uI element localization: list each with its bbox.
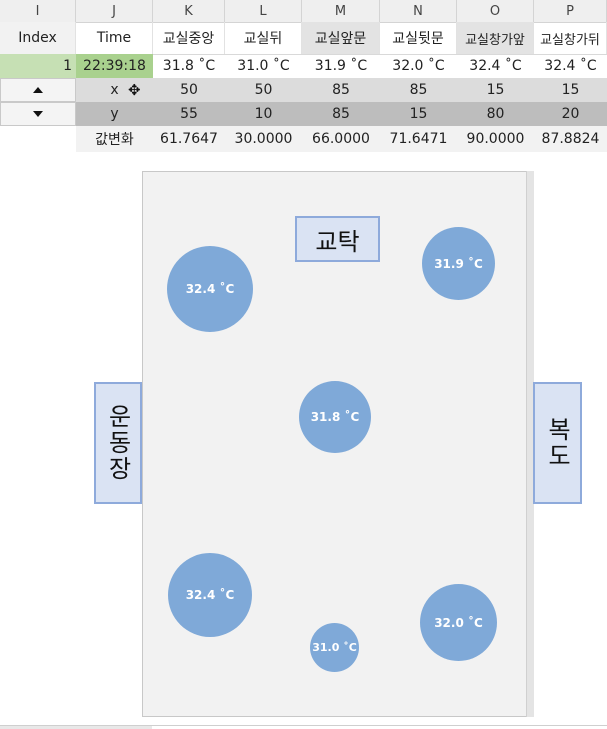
cell-change-back-door[interactable]: 71.6471 — [380, 126, 457, 152]
cell-name-index[interactable]: Index — [0, 22, 76, 54]
column-header-j[interactable]: J — [76, 0, 153, 22]
column-header-i[interactable]: I — [0, 0, 76, 22]
spreadsheet-grid: I J K L M N O P Index Time 교실중앙 교실뒤 교실앞문… — [0, 0, 607, 152]
bubble-back[interactable]: 31.0 ˚C — [310, 623, 359, 672]
column-header-n[interactable]: N — [380, 0, 457, 22]
column-header-row: I J K L M N O P — [0, 0, 607, 23]
column-header-o[interactable]: O — [457, 0, 534, 22]
cell-index-value[interactable]: 1 — [0, 54, 76, 78]
cell-y-back[interactable]: 10 — [254, 106, 273, 122]
bubble-back-door[interactable]: 32.0 ˚C — [420, 584, 497, 661]
cell-x-label[interactable]: x — [110, 82, 119, 98]
cell-name-front-door[interactable]: 교실앞문 — [302, 22, 380, 54]
bubble-center[interactable]: 31.8 ˚C — [299, 381, 371, 453]
bubble-front-door[interactable]: 31.9 ˚C — [422, 227, 495, 300]
cell-change-window-back[interactable]: 87.8824 — [534, 126, 607, 152]
cell-x-back-door[interactable]: 85 — [409, 82, 428, 98]
cell-y-label[interactable]: y — [110, 106, 119, 122]
reading-row: 1 22:39:18 31.8 ˚C 31.0 ˚C 31.9 ˚C 32.0 … — [0, 54, 607, 79]
cell-temp-window-front[interactable]: 32.4 ˚C — [469, 58, 522, 74]
hallway-label[interactable]: 복도 — [533, 382, 582, 504]
cell-time-value[interactable]: 22:39:18 — [76, 54, 153, 78]
triangle-up-icon — [33, 87, 43, 93]
cell-change-window-front[interactable]: 90.0000 — [457, 126, 534, 152]
bubble-window-back[interactable]: 32.4 ˚C — [168, 553, 252, 637]
cell-name-center[interactable]: 교실중앙 — [153, 22, 225, 54]
column-header-l[interactable]: L — [225, 0, 302, 22]
y-row: y 55 10 85 15 80 20 — [0, 102, 607, 127]
cell-name-window-front[interactable]: 교실창가앞 — [457, 22, 534, 54]
plan-shadow-edge — [526, 171, 534, 717]
name-row: Index Time 교실중앙 교실뒤 교실앞문 교실뒷문 교실창가앞 교실창가… — [0, 22, 607, 55]
cell-change-blank[interactable] — [0, 126, 76, 152]
playground-label[interactable]: 운동장 — [94, 382, 142, 504]
cell-y-center[interactable]: 55 — [180, 106, 198, 122]
cross-cursor-icon: ✥ — [128, 81, 141, 99]
sheet-bottom-border — [0, 725, 607, 726]
cell-change-label[interactable]: 값변화 — [76, 126, 153, 152]
cell-y-front-door[interactable]: 85 — [332, 106, 350, 122]
change-row: 값변화 61.7647 30.0000 66.0000 71.6471 90.0… — [0, 126, 607, 152]
cell-temp-front-door[interactable]: 31.9 ˚C — [314, 58, 368, 74]
cell-x-back[interactable]: 50 — [254, 82, 273, 98]
sheet-tab-strip[interactable] — [0, 726, 152, 729]
cell-y-window-front[interactable]: 80 — [486, 106, 505, 122]
triangle-down-icon — [33, 111, 43, 117]
cell-x-window-back[interactable]: 15 — [561, 82, 580, 98]
cell-y-window-back[interactable]: 20 — [561, 106, 580, 122]
cell-change-back[interactable]: 30.0000 — [225, 126, 302, 152]
cell-change-center[interactable]: 61.7647 — [153, 126, 225, 152]
cell-temp-back[interactable]: 31.0 ˚C — [237, 58, 290, 74]
column-header-k[interactable]: K — [153, 0, 225, 22]
bubble-window-front[interactable]: 32.4 ˚C — [167, 246, 253, 332]
cell-name-back-door[interactable]: 교실뒷문 — [380, 22, 457, 54]
cell-name-back[interactable]: 교실뒤 — [225, 22, 302, 54]
cell-temp-window-back[interactable]: 32.4 ˚C — [544, 58, 597, 74]
cell-temp-back-door[interactable]: 32.0 ˚C — [392, 58, 445, 74]
teacher-desk-label[interactable]: 교탁 — [295, 216, 380, 262]
column-header-p[interactable]: P — [534, 0, 607, 22]
spin-down-button[interactable] — [0, 102, 76, 126]
cell-x-front-door[interactable]: 85 — [332, 82, 350, 98]
column-header-m[interactable]: M — [302, 0, 380, 22]
x-row: x 50 50 85 85 15 15 — [0, 78, 607, 103]
cell-y-back-door[interactable]: 15 — [409, 106, 428, 122]
spin-up-button[interactable] — [0, 78, 76, 102]
cell-change-front-door[interactable]: 66.0000 — [302, 126, 380, 152]
cell-name-time[interactable]: Time — [76, 22, 153, 54]
cell-temp-center[interactable]: 31.8 ˚C — [162, 58, 216, 74]
cell-x-window-front[interactable]: 15 — [486, 82, 505, 98]
cell-name-window-back[interactable]: 교실창가뒤 — [534, 22, 607, 54]
cell-x-center[interactable]: 50 — [180, 82, 198, 98]
